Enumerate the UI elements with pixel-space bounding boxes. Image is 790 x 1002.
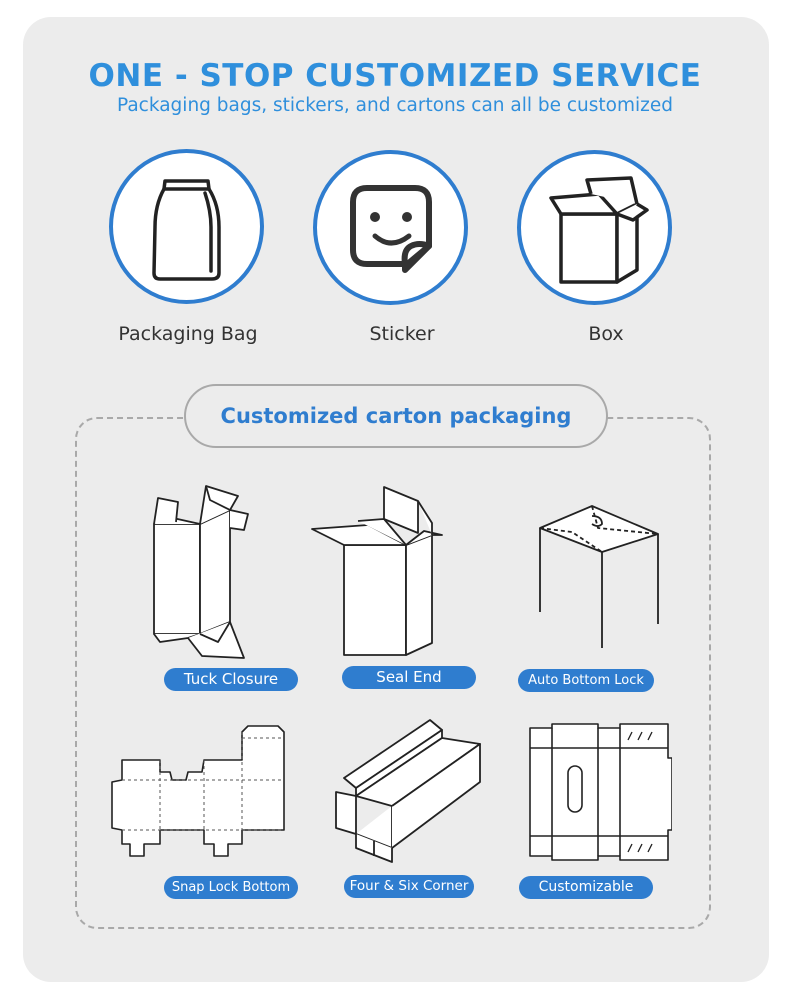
carton-label-four-six-corner: Four & Six Corner [344, 875, 474, 898]
page-title: ONE - STOP CUSTOMIZED SERVICE [88, 58, 702, 94]
seal-end-box-icon [311, 486, 443, 656]
section-title: Customized carton packaging [184, 384, 608, 448]
tray-box-icon [335, 719, 481, 863]
category-label-packaging-bag: Packaging Bag [118, 323, 258, 345]
carton-label-customizable: Customizable [519, 876, 653, 899]
carton-label-tuck-closure: Tuck Closure [164, 668, 298, 691]
smiley-sticker-icon [350, 185, 432, 273]
packaging-bag-icon [152, 179, 221, 281]
category-circle-packaging-bag[interactable] [109, 149, 264, 304]
auto-bottom-lock-box-icon [539, 505, 659, 648]
carton-label-seal-end: Seal End [342, 666, 476, 689]
open-box-icon [549, 176, 649, 284]
category-label-sticker: Sticker [369, 323, 435, 345]
category-circle-sticker[interactable] [313, 150, 468, 305]
custom-dieline-icon [529, 723, 672, 861]
page-subtitle: Packaging bags, stickers, and cartons ca… [117, 95, 673, 116]
category-label-box: Box [588, 323, 624, 345]
category-circle-box[interactable] [517, 150, 672, 305]
tuck-closure-box-icon [153, 485, 249, 659]
carton-label-auto-bottom-lock: Auto Bottom Lock [518, 669, 654, 692]
snap-lock-dieline-icon [111, 725, 285, 857]
carton-label-snap-lock-bottom: Snap Lock Bottom [164, 876, 298, 899]
